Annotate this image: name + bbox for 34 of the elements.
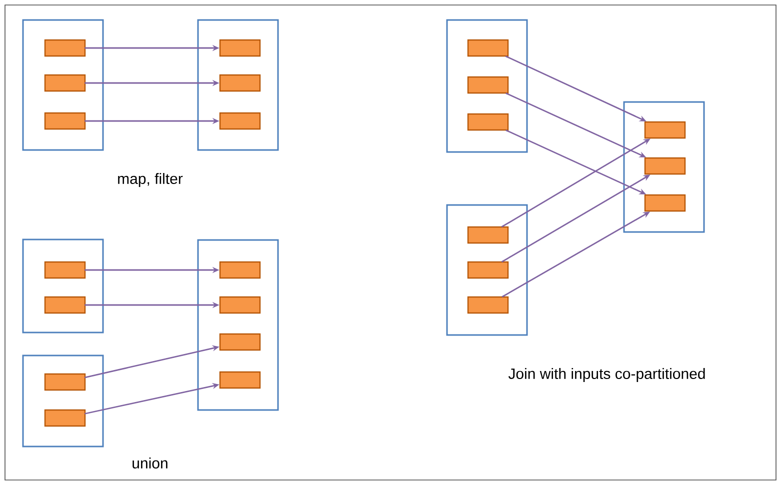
- partition-box: [219, 371, 261, 389]
- dataset-box: [197, 239, 279, 411]
- caption: union: [132, 458, 168, 468]
- partition-box: [219, 112, 261, 130]
- dataset-box: [22, 238, 104, 334]
- partition-box: [219, 296, 261, 314]
- partition-box: [219, 74, 261, 92]
- partition-box: [467, 113, 509, 131]
- dataset-box: [446, 19, 528, 153]
- partition-box: [44, 409, 86, 427]
- caption: map, filter: [118, 173, 183, 187]
- dataset-box: [22, 354, 104, 448]
- partition-box: [219, 39, 261, 57]
- dataset-box: [22, 19, 104, 151]
- partition-box: [44, 373, 86, 391]
- partition-box: [44, 261, 86, 279]
- partition-box: [467, 296, 509, 314]
- partition-box: [644, 121, 686, 139]
- caption: Join with inputs co-partitioned: [508, 368, 705, 382]
- dataset-box: [623, 101, 705, 233]
- dataset-box: [446, 204, 528, 336]
- partition-box: [44, 296, 86, 314]
- partition-box: [219, 333, 261, 351]
- partition-box: [44, 39, 86, 57]
- partition-box: [644, 194, 686, 212]
- partition-box: [467, 226, 509, 244]
- partition-box: [467, 39, 509, 57]
- partition-box: [44, 74, 86, 92]
- partition-box: [644, 157, 686, 175]
- partition-box: [467, 261, 509, 279]
- partition-box: [467, 76, 509, 94]
- partition-box: [219, 261, 261, 279]
- partition-box: [44, 112, 86, 130]
- dataset-box: [197, 19, 279, 151]
